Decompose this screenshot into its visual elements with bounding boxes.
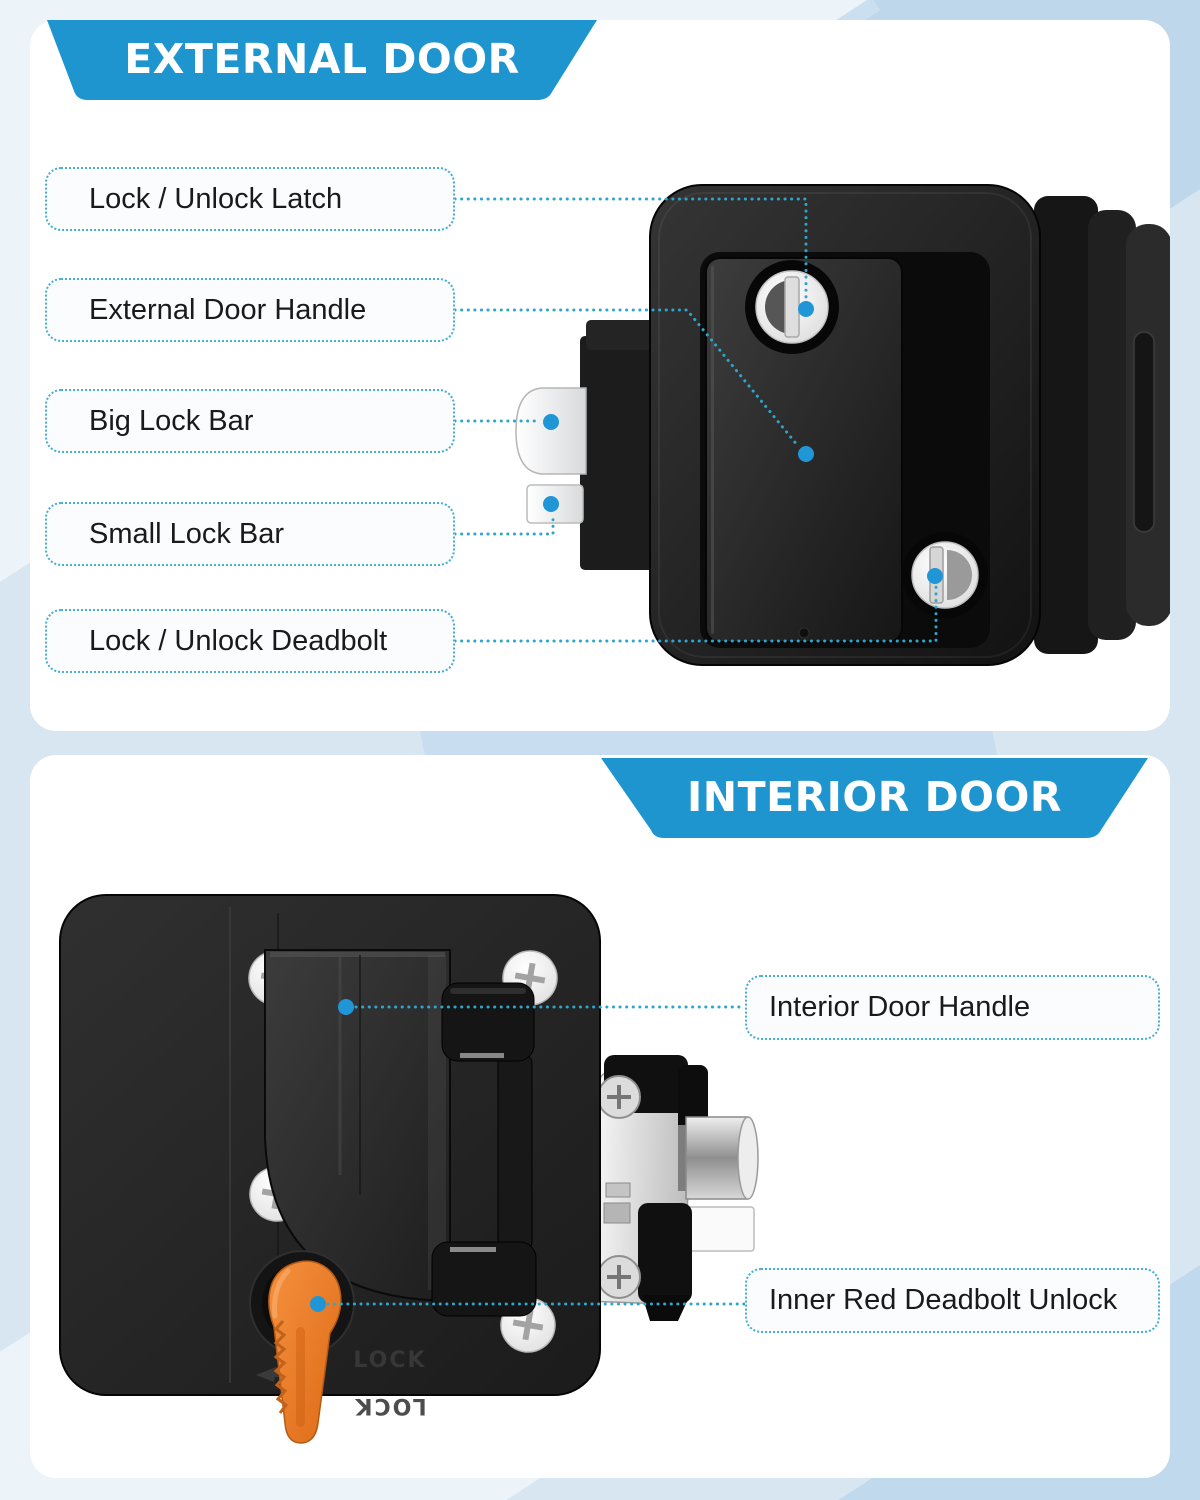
label-inner-red-deadbolt-unlock: Inner Red Deadbolt Unlock xyxy=(745,1268,1160,1333)
interior-section-title: INTERIOR DOOR xyxy=(687,773,1062,821)
callout-dot-latch xyxy=(798,301,814,317)
label-interior-door-handle: Interior Door Handle xyxy=(745,975,1160,1040)
latch-bolt xyxy=(687,1206,755,1252)
lock-bars xyxy=(515,320,664,570)
latch-key-cylinder xyxy=(745,260,839,354)
external-lock-illustration xyxy=(453,184,1170,666)
label-small-lock-bar: Small Lock Bar xyxy=(45,502,455,566)
lock-engraving-text-flipped: LOCK xyxy=(353,1393,426,1418)
lock-engraving-text: LOCK xyxy=(353,1348,426,1373)
paddle-screw-bottom xyxy=(798,627,810,639)
handle-hinge-top xyxy=(441,982,535,1062)
interior-door-section: LOCK LOCK xyxy=(30,755,1170,1478)
callout-dot-big-bar xyxy=(543,414,559,430)
lock-direction-arrow-icon xyxy=(256,1367,276,1382)
big-lock-bar xyxy=(515,387,587,475)
lock-side-plates xyxy=(1034,196,1170,654)
interior-callout-lines xyxy=(310,999,747,1312)
handle-hinge-bottom xyxy=(431,1241,537,1317)
side-groove xyxy=(1133,331,1155,533)
mechanism-screw-bottom xyxy=(597,1255,641,1299)
callout-line-handle xyxy=(453,308,800,448)
callout-line-deadbolt xyxy=(453,584,938,643)
interior-banner-shape xyxy=(601,758,1148,838)
callout-dot-small-bar xyxy=(543,496,559,512)
interior-door-handle xyxy=(264,949,537,1317)
label-lock-unlock-latch: Lock / Unlock Latch xyxy=(45,167,455,231)
label-external-door-handle: External Door Handle xyxy=(45,278,455,342)
lever-serration xyxy=(273,1320,289,1414)
external-banner-shape xyxy=(47,20,597,100)
label-lock-unlock-deadbolt: Lock / Unlock Deadbolt xyxy=(45,609,455,673)
callout-dot-handle xyxy=(798,446,814,462)
callout-dot-inner-deadbolt xyxy=(310,1296,326,1312)
external-door-section: EXTERNAL DOOR Lock / Unlock Latch Extern… xyxy=(30,20,1170,731)
callout-dot-interior-handle xyxy=(338,999,354,1015)
label-big-lock-bar: Big Lock Bar xyxy=(45,389,455,453)
mechanism-screw-top xyxy=(597,1075,641,1119)
callout-dot-deadbolt xyxy=(927,568,943,584)
callout-line-latch xyxy=(453,197,808,300)
callout-line-small-bar xyxy=(453,512,555,536)
interior-lock-illustration: LOCK LOCK xyxy=(59,894,759,1444)
side-latch-mechanism xyxy=(591,1055,759,1321)
deadbolt-key-cylinder xyxy=(902,532,988,618)
external-callout-lines xyxy=(453,197,943,643)
external-section-title: EXTERNAL DOOR xyxy=(124,35,520,83)
